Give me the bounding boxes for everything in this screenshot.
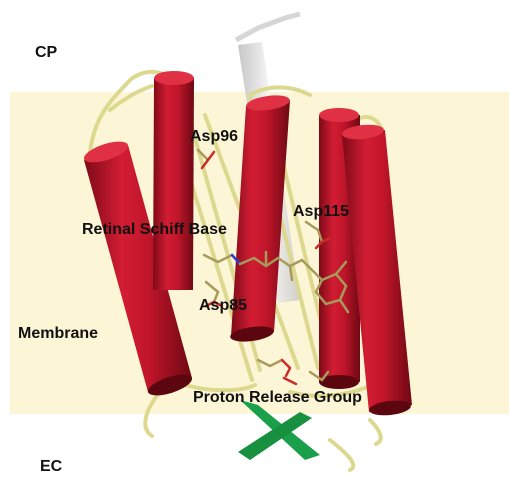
membrane-label: Membrane: [18, 325, 98, 342]
cp-label: CP: [35, 44, 58, 61]
proton-release-group-label: Proton Release Group: [193, 389, 362, 406]
asp96-label: Asp96: [190, 128, 238, 145]
ec-label: EC: [40, 458, 63, 475]
helix-2: [153, 71, 194, 290]
asp85-label: Asp85: [199, 297, 247, 314]
asp115-label: Asp115: [293, 203, 349, 220]
retinal-schiff-base-label: Retinal Schiff Base: [82, 221, 227, 238]
